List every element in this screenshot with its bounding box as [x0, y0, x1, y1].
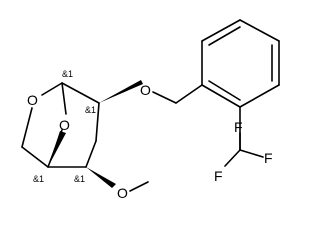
atom-labels: O O O O F F F — [27, 82, 273, 201]
bond-benzyl-ch2-to-ring — [175, 84, 203, 104]
ring-bond-2 — [201, 19, 241, 42]
benzene-ring — [201, 19, 280, 108]
stereo-labels: &1 &1 &1 &1 — [33, 69, 96, 184]
ring-bond-5 — [239, 84, 280, 108]
chemical-structure-diagram: O O O O F F F &1 &1 &1 &1 — [21, 19, 280, 201]
bond-cf3-to-f-left — [224, 149, 241, 167]
bond-ch2-to-bridgehead — [21, 146, 49, 168]
fluorine-left-label: F — [214, 168, 223, 184]
bond-anomeric-to-bridge-o — [61, 82, 67, 115]
stereo-label-anomeric: &1 — [62, 69, 73, 79]
bond-ether-o-to-benzyl-ch2 — [152, 91, 177, 104]
bond-cf3-to-f-right — [239, 149, 264, 158]
fluorine-right-label: F — [264, 150, 273, 166]
wedge-bond-c4-to-methoxy-o — [86, 167, 116, 188]
bond-c2-to-c3 — [95, 102, 100, 142]
stereo-label-bridgehead: &1 — [33, 174, 44, 184]
stereo-label-benzyloxy-carbon: &1 — [85, 105, 96, 115]
ring-oxygen-label: O — [27, 92, 38, 108]
ring-bond-6 — [201, 84, 241, 108]
wedge-bond-c2-to-ether-o — [99, 80, 143, 103]
ether-oxygen-label: O — [140, 82, 151, 98]
wedge-bond-bridgehead-to-bridge-o — [48, 131, 66, 167]
bond-ring-o-to-ch2 — [21, 107, 33, 148]
ring-bond-3 — [239, 19, 280, 42]
bond-c3-to-c4 — [85, 140, 97, 168]
fluorine-top-label: F — [234, 119, 243, 135]
bridge-oxygen-label: O — [59, 117, 70, 133]
stereo-wedges — [48, 80, 143, 188]
ring-double-bond-inner-3 — [208, 80, 241, 101]
stereo-label-methoxy-carbon: &1 — [74, 174, 85, 184]
bond-methoxy-o-to-methyl — [129, 181, 149, 192]
bond-ring-o-to-anomeric — [41, 82, 63, 96]
bond-anomeric-to-c2 — [61, 82, 100, 104]
methoxy-oxygen-label: O — [117, 185, 128, 201]
substituent-bonds — [129, 84, 203, 192]
trifluoromethyl-group — [224, 106, 264, 167]
ring-double-bond-inner-1 — [208, 26, 241, 46]
